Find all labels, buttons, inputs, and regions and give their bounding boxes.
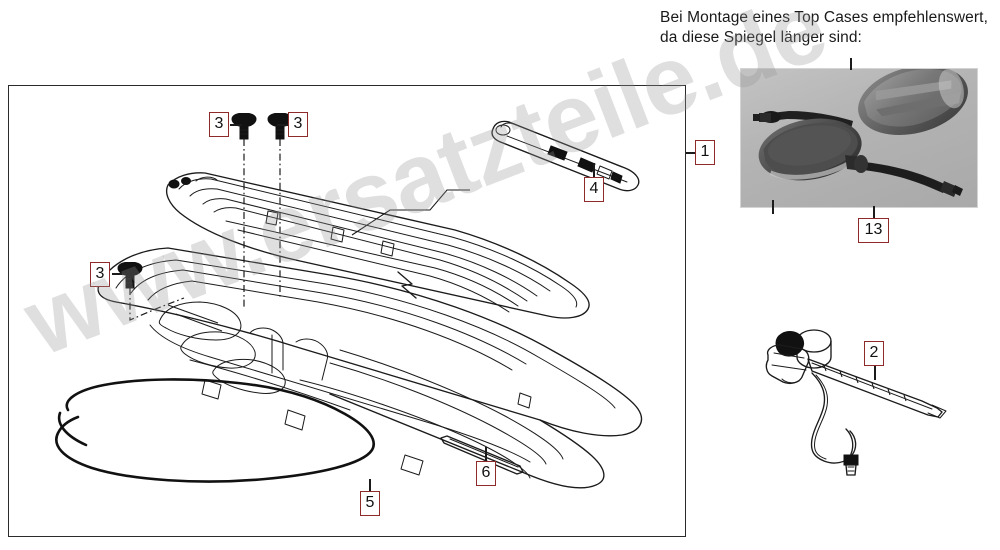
recommendation-note-line2: da diese Spiegel länger sind: — [660, 29, 862, 46]
callout-3-left[interactable]: 3 — [209, 112, 229, 137]
lock-cylinder-cable-assembly — [765, 329, 947, 476]
mirrors-photo — [740, 68, 978, 208]
photo-leader-top — [850, 58, 852, 70]
callout-6-label: 6 — [481, 464, 491, 481]
callout-5[interactable]: 5 — [360, 491, 380, 516]
main-diagram-frame — [8, 85, 686, 537]
callout-3-left-label: 3 — [214, 115, 224, 132]
mounting-bolt-center — [267, 113, 293, 299]
callout-3-lower-left-label: 3 — [95, 265, 105, 282]
callout-5-label: 5 — [365, 494, 375, 511]
mirrors-photo-content — [753, 69, 968, 197]
callout-2-leader — [874, 366, 876, 380]
callout-2-label: 2 — [869, 344, 879, 361]
mounting-bolt-center-left — [231, 113, 257, 309]
callout-4-leader — [593, 163, 595, 177]
recommendation-note: Bei Montage eines Top Cases empfehlenswe… — [660, 8, 1000, 48]
top-case-line-drawing — [55, 172, 643, 489]
lid-trim-strip-drawing — [491, 120, 640, 192]
callout-1-leader — [686, 152, 698, 154]
callout-5-leader — [369, 479, 371, 491]
callout-4[interactable]: 4 — [584, 177, 604, 202]
callout-13[interactable]: 13 — [858, 218, 889, 243]
callout-4-label: 4 — [589, 180, 599, 197]
callout-3-center[interactable]: 3 — [288, 112, 308, 137]
callout-3b-leader — [277, 124, 289, 126]
callout-13-leader — [873, 206, 875, 220]
callout-2[interactable]: 2 — [864, 341, 884, 366]
callout-6[interactable]: 6 — [476, 461, 496, 486]
callout-3c-leader — [112, 273, 123, 275]
recommendation-note-line1: Bei Montage eines Top Cases empfehlenswe… — [660, 9, 988, 26]
callout-3-center-label: 3 — [293, 115, 303, 132]
callout-6-leader — [485, 447, 487, 461]
callout-1-label: 1 — [700, 143, 710, 160]
callout-1[interactable]: 1 — [695, 140, 715, 165]
callout-3a-leader — [230, 124, 242, 126]
callout-3-lower-left[interactable]: 3 — [90, 262, 110, 287]
mounting-bolt-lower-left — [117, 262, 185, 321]
callout-13-label: 13 — [864, 221, 883, 238]
photo-leader-left — [772, 200, 774, 214]
